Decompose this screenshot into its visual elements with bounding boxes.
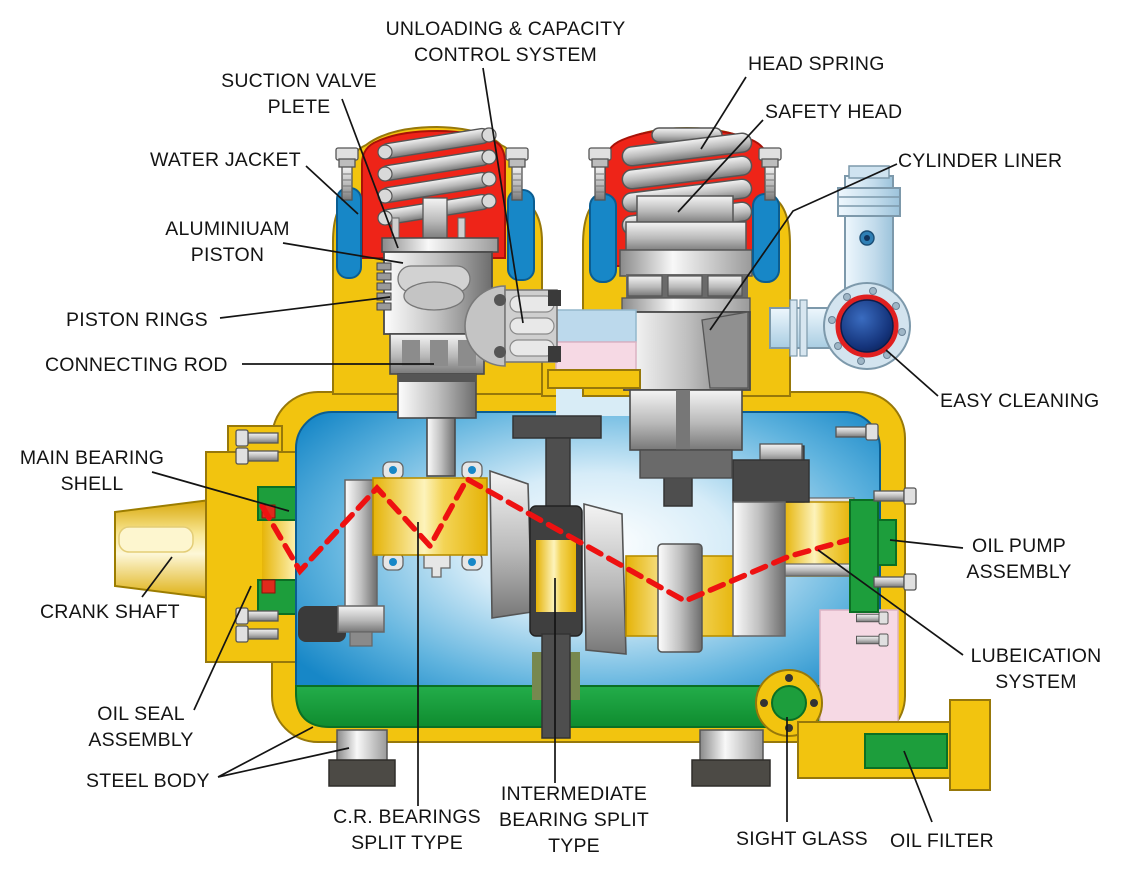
compressor-drawing — [114, 125, 991, 791]
label-water-jacket: WATER JACKET — [150, 149, 301, 171]
leader-oil-filter — [903, 750, 933, 823]
piston-rings — [376, 262, 392, 311]
leader-oil-seal — [193, 585, 252, 711]
safety-head — [619, 195, 753, 277]
oil-pump-assembly — [849, 499, 897, 613]
crank-shaft — [114, 498, 211, 600]
water-jacket-left — [336, 187, 362, 279]
valve-spring — [377, 127, 497, 226]
valve-stem — [422, 197, 448, 241]
label-oil-filter: OIL FILTER — [890, 830, 994, 852]
cylinder-liner — [623, 311, 751, 479]
lubrication-pump — [732, 443, 810, 637]
water-jacket-right-cyl-left — [589, 193, 617, 283]
leader-suction-valve — [341, 98, 399, 249]
steel-liner-right — [699, 729, 764, 765]
label-oil-pump-assembly: OIL PUMP ASSEMBLY — [966, 535, 1072, 583]
leader-steel-body — [217, 726, 350, 778]
label-connecting-rod: CONNECTING ROD — [45, 354, 228, 376]
steel-feet — [328, 729, 771, 787]
label-cr-bearings-split-type: C.R. BEARINGS SPLIT TYPE — [333, 806, 481, 854]
chamber-bolt — [856, 611, 889, 625]
leader-piston-rings — [219, 296, 391, 319]
intermediate-bearing — [532, 633, 580, 739]
chamber-bolt — [856, 633, 889, 647]
label-safety-head: SAFETY HEAD — [765, 101, 903, 123]
leader-easy-cleaning — [885, 349, 939, 397]
oil-filter-arm — [797, 699, 991, 791]
foot-pad-right — [691, 759, 771, 787]
label-lubrication-system: LUBEICATION SYSTEM — [970, 645, 1102, 693]
foot-pad-left — [328, 759, 396, 787]
leader-head-spring — [700, 76, 747, 150]
suction-valve-plate — [381, 237, 499, 253]
right-cylinder-assembly — [582, 126, 791, 479]
leader-lines — [141, 67, 964, 823]
pump-chamber — [819, 609, 899, 733]
label-main-bearing-shell: MAIN BEARING SHELL — [19, 447, 165, 495]
gallery-floor — [547, 369, 641, 389]
label-easy-cleaning: EASY CLEANING — [940, 390, 1100, 412]
leader-aluminium-piston — [282, 242, 404, 264]
leader-safety-head — [677, 119, 764, 213]
leader-main-bearing — [151, 471, 290, 512]
crank-pin — [536, 540, 576, 612]
label-piston-rings: PISTON RINGS — [66, 309, 208, 331]
label-oil-seal-assembly: OIL SEAL ASSEMBLY — [88, 703, 194, 751]
connecting-rod — [397, 373, 477, 477]
piston-rings-right — [621, 274, 751, 313]
steel-liner-left — [336, 729, 388, 765]
shaft-core — [118, 526, 194, 553]
easy-cleaning-flange — [823, 282, 911, 370]
label-intermediate-bearing: INTERMEDIATE BEARING SPLIT TYPE — [499, 783, 649, 857]
leader-lubeication — [817, 549, 964, 656]
leader-unloading — [482, 67, 524, 324]
discharge-gallery — [555, 341, 637, 373]
unloading-control-device — [464, 285, 561, 367]
crankcase-shadow — [298, 606, 346, 642]
leader-oil-pump — [889, 539, 964, 549]
label-head-spring: HEAD SPRING — [748, 53, 885, 75]
oil-filter — [864, 733, 948, 769]
label-steel-body: STEEL BODY — [86, 770, 210, 792]
label-suction-valve-plate: SUCTION VALVE PLETE — [221, 70, 377, 118]
lubrication-line — [259, 475, 855, 605]
suction-gallery — [555, 309, 637, 343]
cr-bearing-journal — [372, 461, 488, 578]
water-jacket-right — [507, 189, 535, 281]
discharge-pipe — [769, 165, 911, 370]
label-crank-shaft: CRANK SHAFT — [40, 601, 180, 623]
crank-web-right — [583, 502, 627, 655]
label-unloading-capacity-control: UNLOADING & CAPACITY CONTROL SYSTEM — [385, 18, 626, 66]
label-aluminium-piston: ALUMINIUAM PISTON — [165, 218, 290, 266]
leader-water-jacket — [305, 165, 359, 215]
sight-glass — [755, 669, 823, 737]
label-cylinder-liner: CYLINDER LINER — [898, 150, 1063, 172]
label-sight-glass: SIGHT GLASS — [736, 828, 868, 850]
leader-cylinder-liner — [709, 163, 898, 331]
leader-crank-shaft — [141, 556, 173, 598]
